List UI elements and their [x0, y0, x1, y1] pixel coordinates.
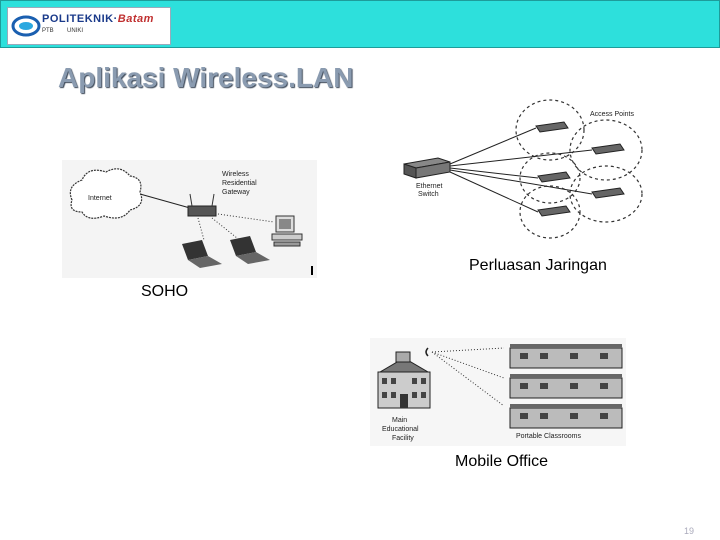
ethernet-switch-icon	[403, 157, 451, 179]
access-point-icon	[537, 205, 571, 217]
logo-text: POLITEKNIK·Batam	[42, 13, 154, 25]
access-point-icon	[591, 187, 625, 199]
facility-label-1: Main	[392, 417, 407, 424]
portable-classroom-icon	[509, 404, 623, 429]
page-number: 19	[684, 526, 695, 536]
laptop-icon	[182, 240, 222, 268]
slide-title: Aplikasi Wireless.LAN	[58, 62, 354, 93]
classrooms-label: Portable Classrooms	[516, 433, 581, 440]
main-facility-building-icon	[377, 351, 431, 409]
internet-cloud-icon	[69, 168, 143, 219]
logo-subtext: PTB UNIKI	[42, 28, 84, 34]
gateway-label-1: Wireless	[222, 171, 249, 178]
access-point-icon	[537, 171, 571, 183]
access-point-icon	[535, 121, 569, 133]
logo-emblem-icon	[11, 15, 41, 37]
mobile-office-diagram: Main Educational Facility Portable Class…	[370, 338, 626, 446]
laptop-icon	[230, 236, 270, 264]
portable-classroom-icon	[509, 374, 623, 399]
network-extension-diagram: Access Points Ethernet Switch	[403, 99, 643, 239]
switch-label-1: Ethernet	[416, 183, 443, 190]
portable-classroom-icon	[509, 344, 623, 369]
facility-label-3: Facility	[392, 435, 414, 442]
gateway-label-3: Gateway	[222, 189, 250, 196]
gateway-label-2: Residential	[222, 180, 257, 187]
facility-label-2: Educational	[382, 426, 419, 433]
access-point-icon	[591, 143, 625, 155]
antenna-icon	[425, 347, 429, 357]
soho-caption: SOHO	[141, 283, 189, 300]
desktop-computer-icon	[271, 215, 303, 247]
header-bar: POLITEKNIK·Batam PTB UNIKI	[0, 0, 720, 48]
internet-label: Internet	[88, 195, 112, 202]
wireless-gateway-icon	[187, 193, 217, 217]
extension-caption: Perluasan Jaringan	[469, 257, 607, 274]
access-points-label: Access Points	[590, 111, 634, 118]
mobile-caption: Mobile Office	[455, 453, 549, 470]
politeknik-logo: POLITEKNIK·Batam PTB UNIKI	[7, 7, 171, 45]
soho-diagram: Internet Wireless Residential Gateway	[62, 160, 317, 278]
soho-tick	[311, 266, 313, 275]
switch-label-2: Switch	[418, 191, 439, 198]
